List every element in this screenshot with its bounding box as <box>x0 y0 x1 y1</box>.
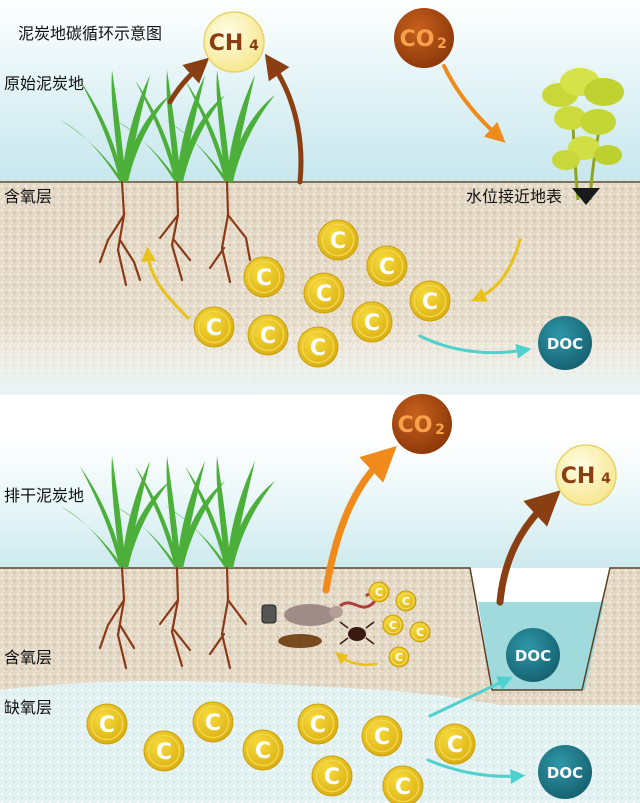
arrow-top-water-to-carbon <box>471 238 522 302</box>
bottom-doc-lower-text: DOC <box>547 764 583 782</box>
bottom-carbon-letter: C <box>324 765 340 790</box>
bottom-doc-bubble-lower: DOC <box>538 745 592 799</box>
top-grass-group <box>60 70 275 182</box>
bottom-carbon-letter: C <box>205 711 221 736</box>
top-co2-sub: 2 <box>437 36 447 52</box>
top-carbon-letter: C <box>364 311 380 336</box>
moss-plant <box>542 68 624 205</box>
top-carbon-letter: C <box>256 266 272 291</box>
bottom-co2-bubble: CO 2 <box>392 394 452 454</box>
bottom-carbon-bubble: C <box>192 701 234 743</box>
bottom-anoxic-layer-label: 缺氧层 <box>4 698 53 717</box>
top-panel-label: 原始泥炭地 <box>4 74 85 93</box>
bottom-doc-ditch-text: DOC <box>515 647 551 665</box>
top-co2-main: CO <box>400 27 435 52</box>
panel-gap <box>0 395 640 440</box>
top-oxic-layer-label: 含氧层 <box>4 187 53 206</box>
arrow-bottom-carbon-to-organisms <box>335 652 378 666</box>
top-ch4-sub: 4 <box>249 38 259 54</box>
top-carbon-letter: C <box>316 282 332 307</box>
bottom-co2-sub: 2 <box>435 422 445 438</box>
bottom-arrows <box>322 446 561 784</box>
bottom-ch4-main: CH <box>561 464 596 489</box>
bottom-small-carbon-letter: C <box>375 586 383 599</box>
bottom-carbon-bubble: C <box>143 730 185 772</box>
top-carbon-bubble: C <box>409 280 451 322</box>
top-carbon-bubble: C <box>317 219 359 261</box>
top-carbon-bubble: C <box>297 326 339 368</box>
top-carbon-bubble: C <box>247 314 289 356</box>
bottom-roots <box>98 566 248 670</box>
bottom-ch4-sub: 4 <box>601 471 611 487</box>
bottom-small-carbon-letter: C <box>389 619 397 632</box>
bottom-carbon-bubble: C <box>382 765 424 803</box>
top-carbon-bubble: C <box>193 306 235 348</box>
bottom-carbon-letter: C <box>374 725 390 750</box>
top-carbon-bubble: C <box>351 301 393 343</box>
bottom-small-carbon-letter: C <box>402 595 410 608</box>
bottom-small-carbon-bubble: C <box>395 590 417 612</box>
top-carbon-bubble: C <box>303 272 345 314</box>
bottom-carbon-letter: C <box>447 733 463 758</box>
bottom-co2-main: CO <box>398 413 433 438</box>
water-level-note: 水位接近地表 <box>466 187 563 206</box>
bottom-carbon-bubble: C <box>311 755 353 797</box>
bottom-small-carbon-letter: C <box>395 651 403 664</box>
top-carbon-letter: C <box>330 229 346 254</box>
bottom-small-carbon-bubble: C <box>388 646 410 668</box>
top-carbon-letter: C <box>310 336 326 361</box>
bottom-doc-bubble-ditch: DOC <box>506 628 560 682</box>
bottom-carbon-bubble: C <box>297 703 339 745</box>
arrow-bottom-co2 <box>322 446 397 594</box>
bottom-ch4-bubble: CH 4 <box>555 444 617 506</box>
bottom-carbon-bubble: C <box>242 729 284 771</box>
arrow-top-doc <box>418 334 532 359</box>
top-sky <box>0 0 640 182</box>
bottom-carbon-letter: C <box>395 775 411 800</box>
bottom-carbon-letter: C <box>156 740 172 765</box>
bottom-small-carbon-bubble: C <box>368 581 390 603</box>
top-ch4-main: CH <box>209 31 244 56</box>
arrow-top-ch4-left <box>167 57 210 105</box>
bottom-carbon-bubble: C <box>361 715 403 757</box>
arrow-bottom-doc-ditch <box>428 676 513 718</box>
bottom-small-carbon-bubble: C <box>382 614 404 636</box>
bottom-ground-line <box>0 567 640 691</box>
diagram-title: 泥炭地碳循环示意图 <box>18 24 163 43</box>
top-carbon-letter: C <box>379 255 395 280</box>
top-carbon-cluster: C C C C C C C C C <box>193 219 451 368</box>
top-ch4-bubble: CH 4 <box>203 11 265 73</box>
bottom-carbon-letter: C <box>310 713 326 738</box>
bottom-carbon-letter: C <box>255 739 271 764</box>
top-carbon-letter: C <box>422 290 438 315</box>
arrow-bottom-doc-lower <box>426 758 526 784</box>
bottom-small-carbon-bubble: C <box>409 621 431 643</box>
bottom-panel-label: 排干泥炭地 <box>4 486 85 505</box>
top-carbon-bubble: C <box>366 245 408 287</box>
top-carbon-letter: C <box>260 324 276 349</box>
arrow-bottom-ch4 <box>496 490 561 606</box>
arrow-top-co2 <box>442 64 506 143</box>
top-doc-text: DOC <box>547 335 583 353</box>
top-carbon-letter: C <box>206 316 222 341</box>
bottom-oxic-layer-label: 含氧层 <box>4 648 53 667</box>
top-arrows <box>141 53 532 359</box>
top-co2-bubble: CO 2 <box>394 8 454 68</box>
arrow-top-carbon-to-roots <box>141 246 190 320</box>
top-carbon-bubble: C <box>243 256 285 298</box>
bottom-carbon-bubble: C <box>434 723 476 765</box>
top-roots <box>98 180 252 287</box>
bottom-carbon-letter: C <box>99 713 115 738</box>
bottom-small-carbon-letter: C <box>416 626 424 639</box>
top-doc-bubble: DOC <box>538 316 592 370</box>
bottom-carbon-bubble: C <box>86 703 128 745</box>
arrow-top-ch4-right <box>264 53 304 185</box>
